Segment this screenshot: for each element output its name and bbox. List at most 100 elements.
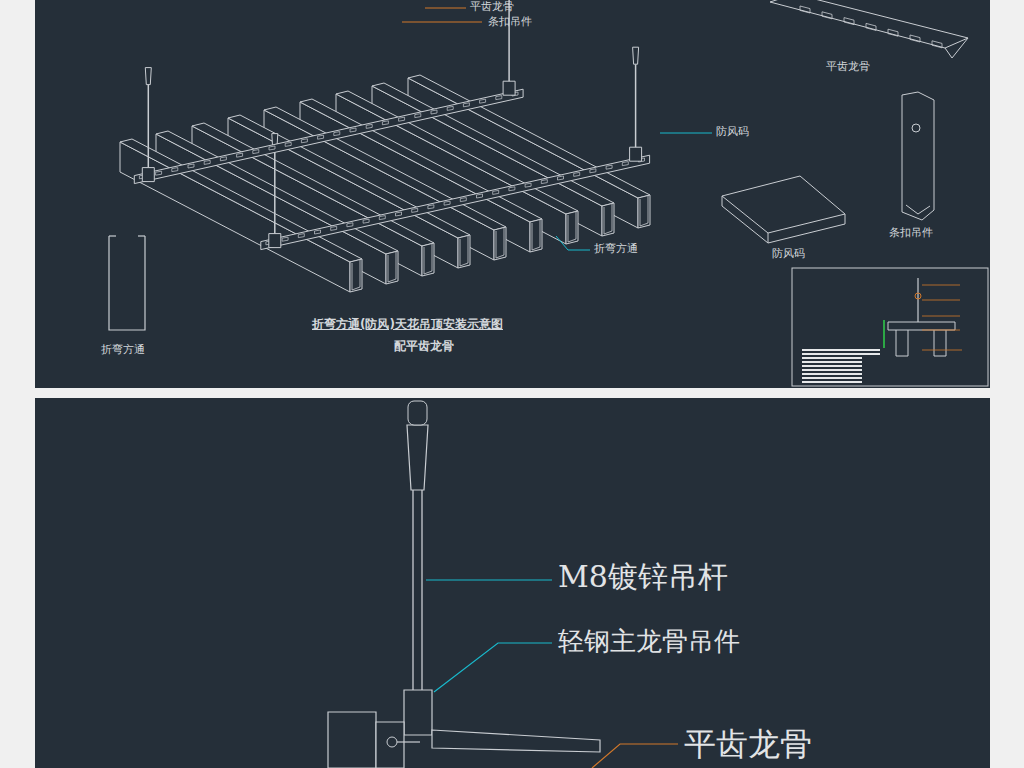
inset-tube (896, 330, 908, 356)
runner-tooth (509, 187, 515, 191)
leader-line (425, 8, 466, 9)
runner-tooth (301, 139, 307, 143)
rod-large (421, 490, 422, 690)
runner-tooth (496, 96, 502, 100)
hanger-clip (503, 81, 515, 95)
inset-leader (922, 285, 960, 286)
hanger-large (404, 690, 432, 735)
runner-tooth (156, 171, 162, 175)
runner-slot (910, 35, 920, 42)
inset-leader (922, 300, 960, 301)
runner-profile (770, 0, 968, 48)
top-panel (35, 0, 990, 388)
runner-tooth (396, 212, 402, 216)
part-label: 条扣吊件 (889, 227, 933, 240)
runner (261, 155, 650, 249)
inset-green (883, 320, 885, 348)
tube-end (350, 259, 362, 292)
tube-lip (138, 235, 145, 236)
part-label: 防风码 (716, 126, 749, 139)
inset-detail (792, 268, 988, 386)
leader-line (592, 744, 678, 768)
runner-tooth (298, 234, 304, 238)
inset-note-bar (802, 381, 862, 383)
runner-tooth (415, 114, 421, 118)
runner-tooth (493, 190, 499, 194)
hanger-plate (902, 92, 934, 220)
leader-line (660, 133, 712, 134)
runner-tooth (331, 226, 337, 230)
runner-tooth (431, 110, 437, 114)
wind-clip-edge (722, 196, 768, 243)
inset-tube (934, 330, 946, 356)
flat-tooth-runner-part (770, 0, 968, 58)
runner-tooth (399, 117, 405, 121)
part-label: M8镀锌吊杆 (558, 560, 728, 595)
runner-tooth (463, 103, 469, 107)
runner-v-end (945, 38, 968, 58)
tube-section (109, 236, 145, 330)
runner-tooth (574, 172, 580, 176)
runner-tooth (315, 230, 321, 234)
part-label: 防风码 (772, 248, 805, 261)
inset-note-bar (802, 361, 862, 363)
tube-fold (352, 260, 360, 290)
runner (134, 89, 523, 183)
tube-end (494, 227, 506, 260)
runner-slot (800, 6, 810, 13)
runner-tooth (334, 132, 340, 136)
runner-tooth (253, 150, 259, 154)
tube-end (422, 243, 434, 276)
wind-clip-part (722, 176, 845, 243)
tube-side (120, 142, 350, 292)
inset-note-bar (802, 377, 862, 379)
runner-tooth (460, 198, 466, 202)
runner-tooth (590, 169, 596, 173)
runner-slot (844, 18, 854, 25)
inset-rod (917, 278, 918, 322)
part-label: 平齿龙骨 (470, 1, 514, 14)
inset-nut (915, 293, 921, 299)
runner-tooth (204, 160, 210, 164)
tube-fold (568, 212, 576, 242)
runner-tooth (285, 142, 291, 146)
tube-end (458, 235, 470, 268)
tube-fold (532, 220, 540, 250)
runner-tooth (622, 162, 628, 166)
tube-lip (109, 235, 116, 236)
rod-knob-large (407, 425, 428, 490)
runner-slot (888, 29, 898, 36)
bottom-panel (35, 398, 990, 768)
inset-leader (922, 316, 960, 317)
tube-end (386, 251, 398, 284)
runner-slot (866, 23, 876, 30)
runner-tooth (444, 201, 450, 205)
runner-slot (822, 12, 832, 19)
runner-slot (932, 41, 942, 48)
inset-note-bar (802, 373, 862, 375)
drawing-caption: 配平齿龙骨 (394, 340, 454, 354)
rod-knob (145, 68, 151, 85)
rod-cap (408, 401, 427, 425)
tube-fold (460, 236, 468, 266)
tube-fold (496, 228, 504, 258)
leader-line (402, 22, 482, 23)
strip-hanger-part (902, 92, 934, 220)
runner-tooth (318, 135, 324, 139)
inset-runner (888, 322, 955, 330)
bolt-shaft (397, 741, 420, 742)
rod-large (412, 490, 413, 690)
runner-tooth (447, 106, 453, 110)
inset-note-bar (802, 353, 880, 355)
hanger-clip (269, 234, 281, 248)
runner-tooth (428, 205, 434, 209)
part-label: 轻钢主龙骨吊件 (558, 627, 740, 657)
runner-tooth (282, 237, 288, 241)
tube-fold (604, 204, 612, 234)
inset-note-bar (802, 365, 862, 367)
runner-tooth (558, 176, 564, 180)
runner-tooth (366, 124, 372, 128)
hanger-rod (274, 151, 276, 234)
